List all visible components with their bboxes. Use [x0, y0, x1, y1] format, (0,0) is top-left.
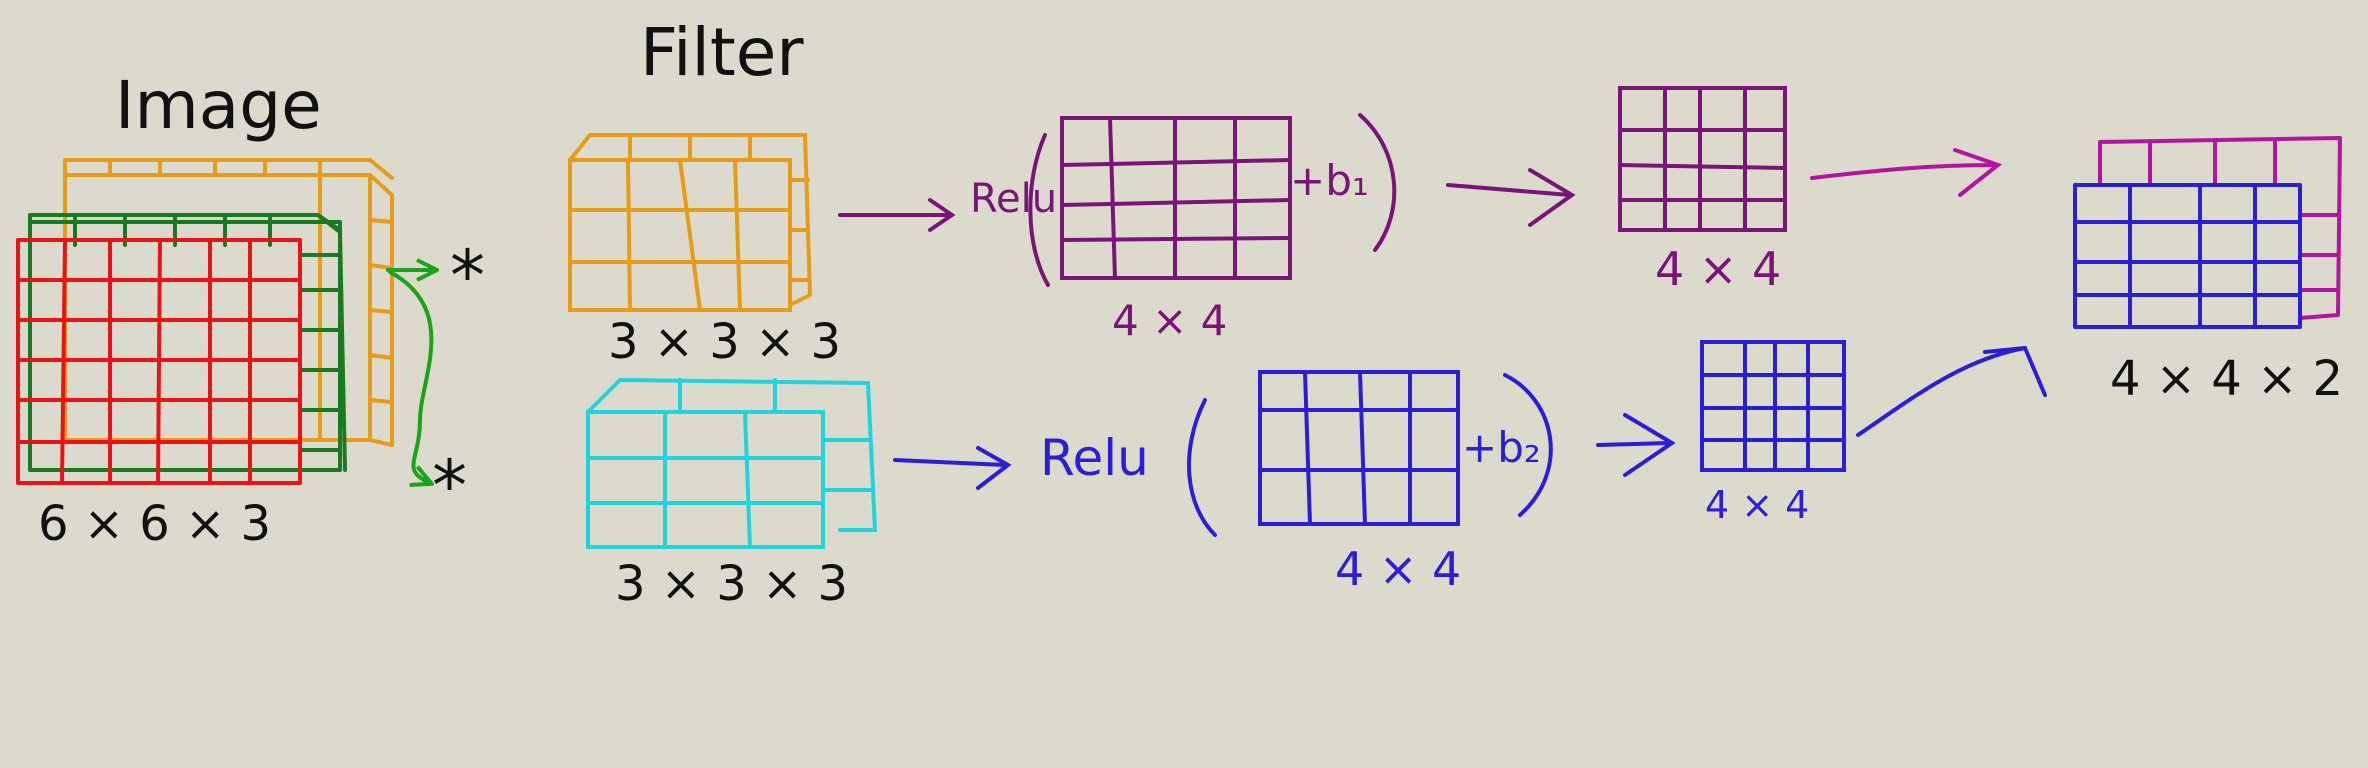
arrow-to-out-1 — [1446, 168, 1576, 227]
convolve-symbol-bottom: * — [432, 445, 467, 527]
activation-output-2-grid — [1700, 340, 1846, 472]
conv-output-1-grid — [1060, 116, 1292, 280]
bias-2-label: +b₂ — [1462, 423, 1541, 472]
arrow-to-relu-2 — [893, 446, 1012, 490]
output-stack-dims: 4 × 4 × 2 — [2110, 351, 2343, 407]
convolution-branch-arrows — [386, 270, 435, 483]
image-title: Image — [115, 67, 322, 144]
activation-output-1-dims: 4 × 4 — [1655, 242, 1781, 296]
filter-title: Filter — [640, 14, 804, 91]
convolve-symbol-top: * — [450, 235, 485, 317]
image-dims-label: 6 × 6 × 3 — [38, 496, 271, 552]
image-channel-middle — [28, 213, 347, 472]
output-stack-back — [2098, 136, 2342, 320]
arrow-to-stack-2 — [1856, 345, 2047, 437]
arrow-to-out-2 — [1596, 413, 1676, 477]
relu-1-label: Relu — [970, 176, 1057, 222]
image-channel-front — [16, 238, 302, 485]
filter-2-dims-label: 3 × 3 × 3 — [615, 556, 848, 612]
conv-output-2-dims: 4 × 4 — [1335, 542, 1461, 596]
conv-output-1-dims: 4 × 4 — [1112, 296, 1227, 345]
relu-1-parens — [1028, 113, 1397, 287]
arrow-to-relu-1 — [838, 198, 956, 232]
relu-2-label: Relu — [1040, 429, 1149, 487]
filter-2 — [586, 378, 878, 549]
relu-2-parens — [1187, 373, 1553, 537]
output-stack-front — [2073, 183, 2302, 329]
filter-1-dims-label: 3 × 3 × 3 — [608, 314, 841, 370]
filter-1 — [568, 133, 813, 312]
activation-output-1-grid — [1618, 86, 1787, 232]
arrow-to-stack-1 — [1810, 148, 2003, 197]
conv-output-2-grid — [1258, 370, 1460, 526]
input-image-stack — [16, 158, 394, 485]
activation-output-2-dims: 4 × 4 — [1705, 483, 1809, 527]
bias-1-label: +b₁ — [1290, 156, 1369, 205]
output-stack — [2073, 136, 2342, 329]
